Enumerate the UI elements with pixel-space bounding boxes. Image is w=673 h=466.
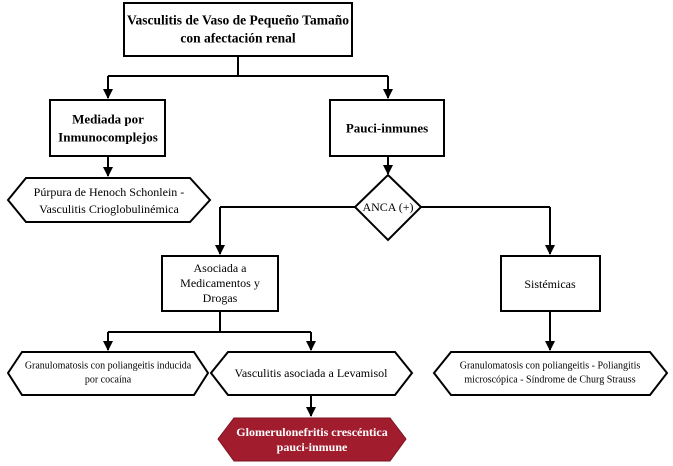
node-glomerulonefritis-line-1: Glomerulonefritis crescéntica — [236, 425, 387, 439]
node-glomerulonefritis-line-2: pauci-inmune — [277, 440, 348, 454]
node-anca-line-1: ANCA (+) — [362, 200, 413, 214]
node-inmunocomplejos: Mediada por Inmunocomplejos — [49, 99, 166, 157]
node-henoch-line-2: Vasculitis Crioglobulinémica — [39, 202, 179, 216]
node-glomerulonefritis: Glomerulonefritis crescéntica pauci-inmu… — [217, 417, 407, 462]
node-anca: ANCA (+) — [353, 173, 423, 242]
node-levamisol: Vasculitis asociada a Levamisol — [209, 351, 414, 396]
node-churg: Granulomatosis con poliangeitis - Polian… — [432, 351, 669, 396]
node-asociada-line-1: Asociada a — [194, 261, 248, 275]
node-pauci-inmunes-line-1: Pauci-inmunes — [346, 121, 428, 136]
connector-asociada-split — [108, 311, 311, 333]
node-root-line-1: Vasculitis de Vaso de Pequeño Tamaño — [127, 13, 349, 28]
node-inmunocomplejos-line-2: Inmunocomplejos — [58, 130, 158, 145]
node-cocaina: Granulomatosis con poliangeitis inducida… — [6, 351, 210, 396]
node-inmunocomplejos-line-1: Mediada por — [72, 112, 144, 127]
node-asociada: Asociada a Medicamentos y Drogas — [161, 255, 279, 312]
node-sistemicas: Sistémicas — [500, 255, 601, 312]
node-churg-line-1: Granulomatosis con poliangeitis - Polian… — [460, 361, 641, 372]
node-asociada-line-2: Medicamentos y — [180, 276, 260, 290]
node-sistemicas-line-1: Sistémicas — [524, 277, 576, 291]
node-cocaina-line-2: por cocaína — [85, 375, 132, 386]
node-pauci-inmunes: Pauci-inmunes — [329, 99, 445, 157]
node-levamisol-line-1: Vasculitis asociada a Levamisol — [235, 366, 389, 380]
node-henoch-line-1: Púrpura de Henoch Schonlein - — [34, 185, 185, 199]
connectors — [103, 56, 555, 417]
node-cocaina-line-1: Granulomatosis con poliangeitis inducida — [25, 361, 192, 372]
node-henoch: Púrpura de Henoch Schonlein - Vasculitis… — [6, 177, 212, 223]
node-root: Vasculitis de Vaso de Pequeño Tamaño con… — [123, 2, 353, 57]
node-root-line-2: con afectación renal — [180, 31, 295, 46]
node-asociada-line-3: Drogas — [203, 291, 238, 305]
connector-root-split — [108, 56, 388, 77]
node-churg-line-2: microscópica - Síndrome de Churg Strauss — [464, 375, 635, 386]
